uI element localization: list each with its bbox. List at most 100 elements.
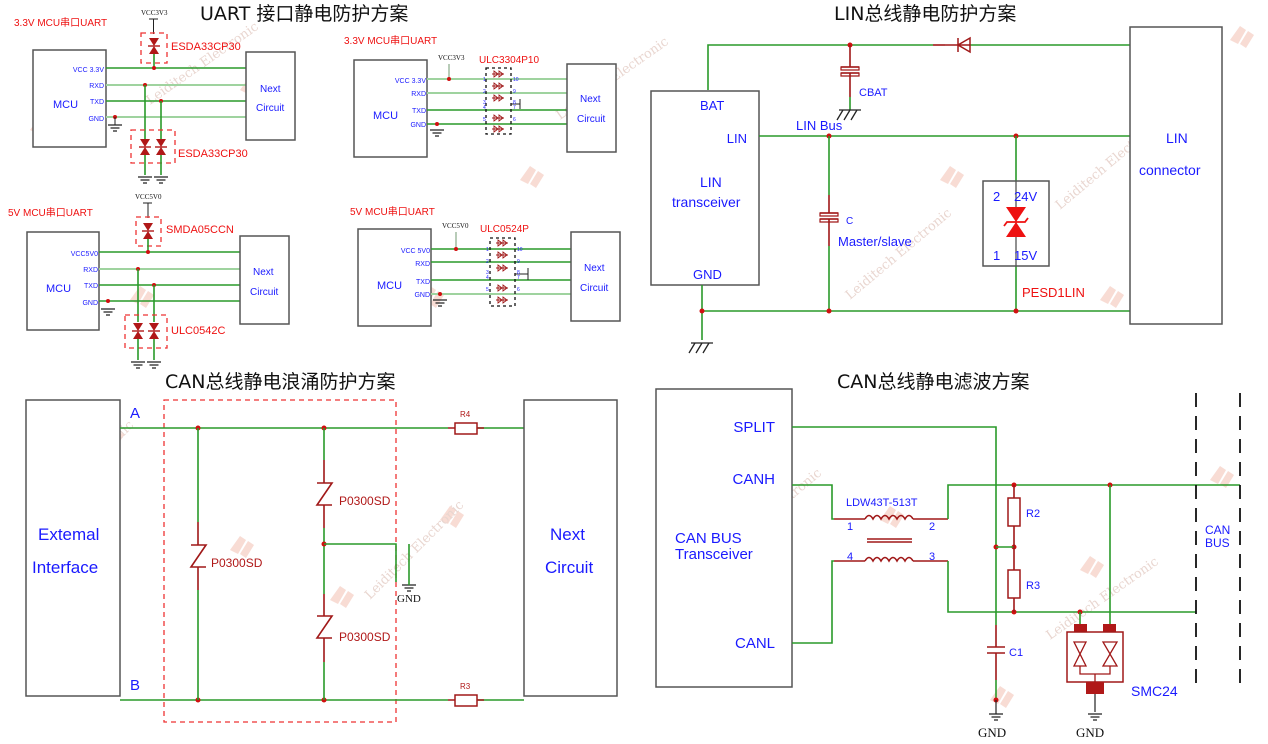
mcu-label: MCU — [373, 110, 398, 122]
can-surge-title: CAN总线静电浪涌防护方案 — [165, 371, 395, 393]
next-circuit-block — [566, 63, 617, 153]
can-filter-section: CAN总线静电滤波方案 SPLIT CANH CANL CAN BUS Tran… — [655, 371, 1241, 740]
choke-pin: 2 — [929, 521, 935, 533]
can-surge-section: CAN总线静电浪涌防护方案 Extemal Interface A B P030… — [25, 371, 618, 723]
watermark-text: Leiditech Electronic — [1044, 554, 1162, 643]
tvs-diode-icon — [154, 138, 168, 156]
pin-number: 3 — [486, 270, 489, 276]
next-circuit-block — [239, 235, 290, 325]
tvs-array-label: ULC3304P10 — [479, 55, 539, 66]
tvs-part-label: ESDA33CP30 — [171, 41, 241, 53]
can-bus-label: CAN — [1205, 523, 1230, 537]
tss-icon — [315, 594, 334, 662]
next-circuit-label: Next — [580, 94, 601, 105]
pin-label: RXD — [415, 261, 430, 268]
ground-icon — [153, 176, 169, 184]
pin-label-lin: LIN — [727, 131, 747, 146]
mcu-label: MCU — [53, 99, 78, 111]
choke-coil-icon — [864, 514, 914, 521]
pin-number: 7 — [517, 275, 520, 281]
transceiver-label: transceiver — [672, 194, 741, 210]
choke-pin: 1 — [847, 521, 853, 533]
panel-heading: 5V MCU串口UART — [8, 207, 93, 219]
next-circuit-label: Next — [253, 267, 274, 278]
tss-icon — [189, 522, 208, 590]
ground-icon — [130, 361, 146, 369]
protection-zone — [163, 399, 397, 723]
tvs-array-label: ULC0524P — [480, 224, 529, 235]
gnd-label: GND — [397, 593, 421, 605]
ground-icon — [988, 713, 1004, 721]
tvs-array-box — [485, 67, 512, 135]
uart-title: UART 接口静电防护方案 — [200, 3, 408, 25]
capacitor-cbat-icon — [841, 45, 859, 97]
supply-label: VCC5V0 — [442, 222, 469, 230]
pin-label: VCC5V0 — [71, 251, 98, 258]
pin-label: VCC 3.3V — [73, 67, 104, 74]
lin-connector-block — [1129, 26, 1223, 325]
tvs-diode-icon — [147, 37, 161, 55]
connector-label: connector — [1139, 162, 1201, 178]
panel-heading: 5V MCU串口UART — [350, 206, 435, 218]
pin-number: 2 — [486, 259, 489, 265]
tvs-diode-icon — [138, 138, 152, 156]
tvs-voltage-label: 15V — [1014, 248, 1037, 263]
resistor-label: R3 — [460, 682, 471, 691]
tss-part-label: P0300SD — [339, 630, 391, 644]
pin-label: GND — [82, 300, 98, 307]
pin-label: TXD — [416, 279, 430, 286]
pin-number: 2 — [483, 89, 486, 95]
pin-number: 3 — [483, 100, 486, 106]
tvs-pad — [1086, 682, 1104, 694]
pin-number: 4 — [483, 105, 486, 111]
pin-number: 8 — [513, 100, 516, 106]
next-circuit-label: Circuit — [580, 283, 609, 294]
resistor-r3-icon — [454, 694, 478, 707]
gnd-label: GND — [1076, 725, 1104, 740]
pin-label: TXD — [84, 283, 98, 290]
next-circuit-label: Circuit — [577, 114, 606, 125]
cap-label: C — [846, 216, 853, 227]
pin-number: 10 — [517, 247, 523, 253]
transceiver-label: LIN — [700, 174, 722, 190]
choke-pin: 3 — [929, 551, 935, 563]
choke-part-label: LDW43T-513T — [846, 497, 918, 509]
pin-number: 7 — [513, 105, 516, 111]
can-bus-label: BUS — [1205, 536, 1230, 550]
pin-number: 10 — [513, 77, 519, 83]
pin-label: GND — [410, 122, 426, 129]
external-interface-label: Extemal — [38, 525, 99, 544]
lin-bus-label: LIN Bus — [796, 118, 843, 133]
resistor-label: R4 — [460, 410, 471, 419]
mcu-label: MCU — [46, 283, 71, 295]
ground-icon — [137, 176, 153, 184]
external-interface-label: Interface — [32, 558, 98, 577]
pin-label-bat: BAT — [700, 98, 724, 113]
transceiver-label: Transceiver — [675, 546, 753, 563]
lin-transceiver-block — [650, 90, 760, 286]
tss-icon — [315, 460, 334, 528]
mcu-block — [353, 59, 428, 158]
diode-icon — [956, 36, 971, 54]
tss-part-label: P0300SD — [339, 494, 391, 508]
resistor-label: R2 — [1026, 508, 1040, 520]
ground-icon — [429, 129, 445, 137]
supply-label: VCC3V3 — [141, 9, 168, 17]
pin-number: 6 — [517, 287, 520, 293]
tvs-diode-icon — [141, 222, 155, 240]
pin-label: RXD — [83, 267, 98, 274]
cap-label: C1 — [1009, 647, 1023, 659]
tvs-pin-label: 1 — [993, 248, 1000, 263]
pin-number: 5 — [483, 117, 486, 123]
uart-panel-2: 3.3V MCU串口UART VCC3V3 MCU VCC 3.3V RXD T… — [344, 35, 617, 158]
panel-heading: 3.3V MCU串口UART — [14, 17, 107, 29]
tvs-diode-icon — [1072, 641, 1119, 667]
pin-label: TXD — [90, 99, 104, 106]
supply-label: VCC3V3 — [438, 54, 465, 62]
pin-number: 9 — [517, 259, 520, 265]
resistor-r3-icon — [1007, 569, 1021, 599]
capacitor-icon — [820, 195, 838, 246]
pin-label-canh: CANH — [732, 471, 775, 488]
mcu-block — [32, 49, 107, 148]
smc24-label: SMC24 — [1131, 683, 1178, 699]
